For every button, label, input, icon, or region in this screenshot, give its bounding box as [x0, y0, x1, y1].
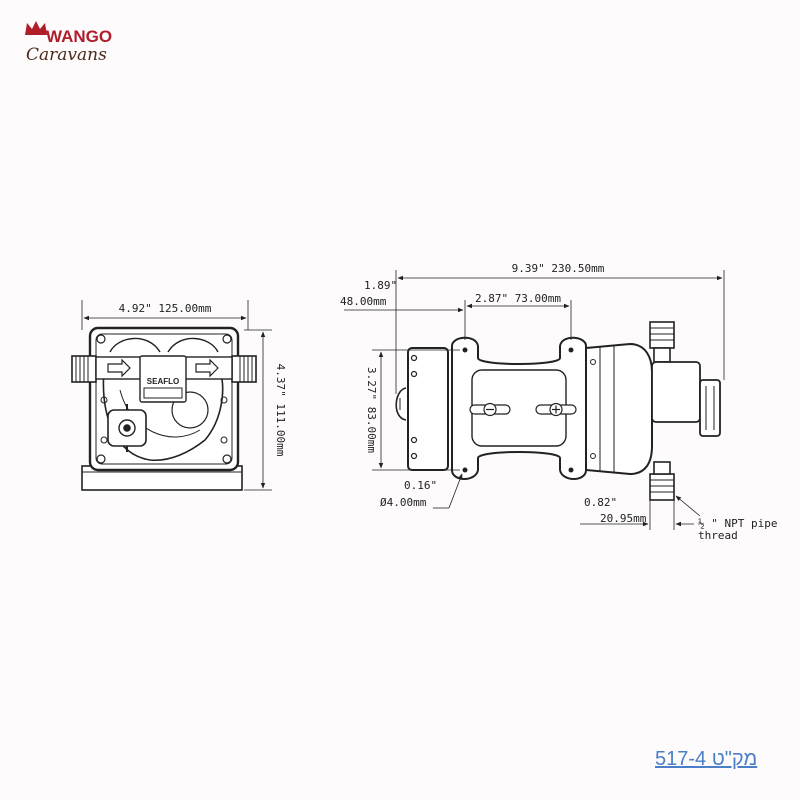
port-fittings	[649, 321, 675, 501]
arrow-right-icon	[195, 358, 219, 378]
thread-label-line1: ½ " NPT pipe	[698, 517, 777, 530]
front-dimensions	[81, 300, 272, 491]
front-height-label: 4.37" 111.00mm	[274, 364, 287, 457]
hole-spacing-label: 2.87" 73.00mm	[475, 292, 561, 305]
front-view: SEAFLO	[71, 326, 257, 491]
brand-plate-label: SEAFLO	[147, 377, 179, 386]
overall-length-label: 9.39" 230.50mm	[512, 262, 605, 275]
hole-mm-label: Ø4.00mm	[380, 496, 427, 509]
offset-in-label: 1.89"	[364, 279, 397, 292]
wango-logo: WANGO Caravans	[25, 21, 112, 65]
motor-end-cap	[395, 387, 407, 421]
port-mm-label: 20.95mm	[600, 512, 647, 525]
arrow-right-icon	[107, 358, 131, 378]
side-height-label: 3.27" 83.00mm	[365, 367, 378, 453]
thread-label-line2: thread	[698, 529, 738, 542]
corner-bolts	[96, 334, 232, 464]
mounting-holes	[462, 347, 574, 473]
logo-line1: WANGO	[46, 27, 112, 46]
pressure-switch-side	[651, 361, 701, 423]
sku-label: מק"ט 517-4	[655, 748, 758, 770]
port-in-label: 0.82"	[584, 496, 617, 509]
brand-plate	[139, 355, 187, 403]
crown-icon	[25, 21, 47, 35]
motor-bolts	[410, 354, 418, 460]
pump-head	[585, 342, 653, 476]
front-ports	[71, 355, 257, 383]
side-view	[395, 321, 721, 501]
logo-line2: Caravans	[26, 45, 107, 65]
hole-in-label: 0.16"	[404, 479, 437, 492]
pressure-switch	[107, 404, 147, 452]
front-width-label: 4.92" 125.00mm	[119, 302, 212, 315]
motor-can	[407, 347, 449, 471]
offset-mm-label: 48.00mm	[340, 295, 387, 308]
bracket-screws	[469, 402, 577, 417]
side-dimensions	[344, 270, 725, 530]
